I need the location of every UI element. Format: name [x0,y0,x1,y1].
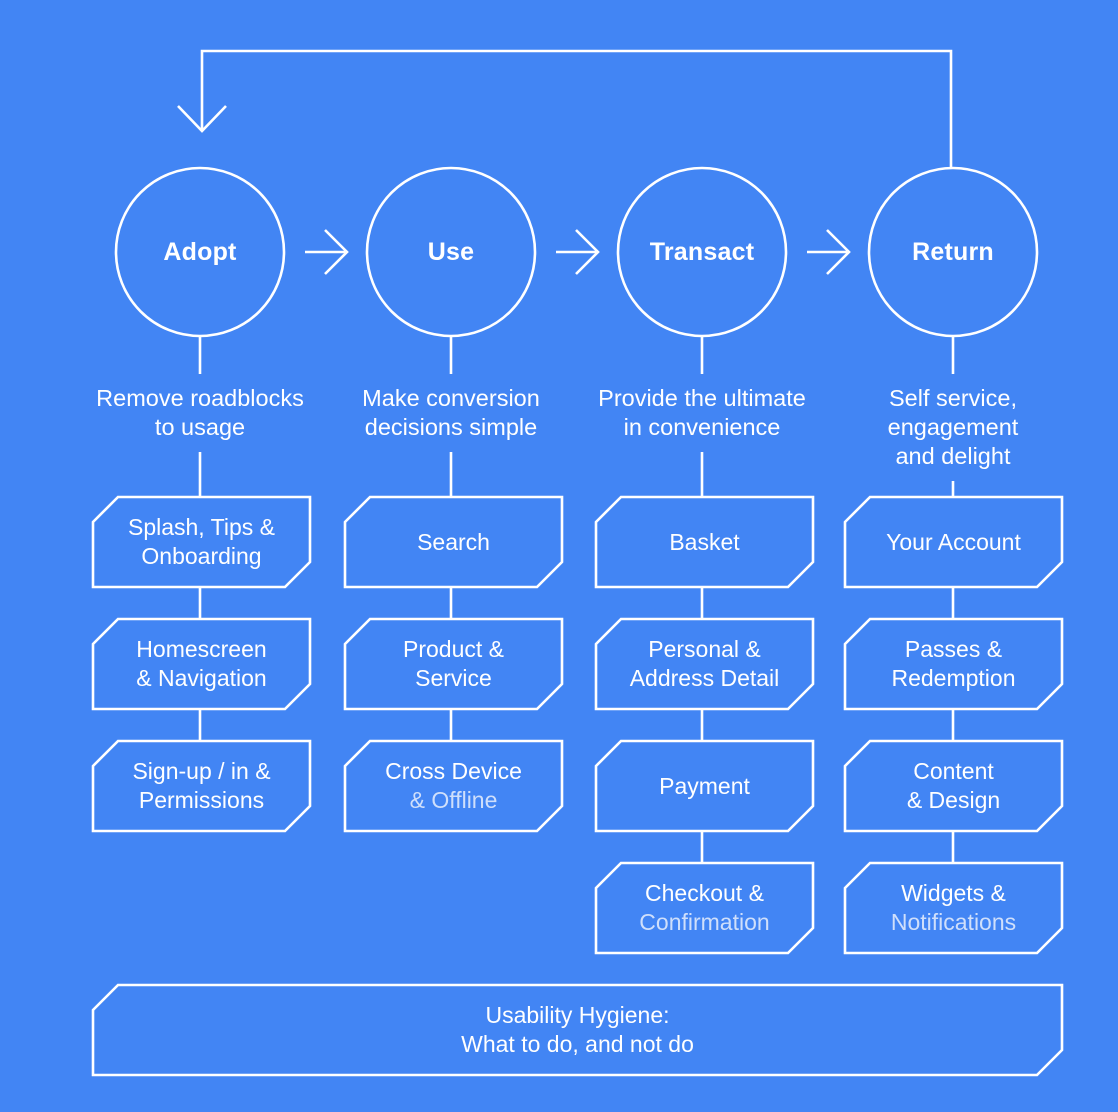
node-label-line1: Checkout & [645,880,764,906]
node-passes-redemption[interactable]: Passes & Redemption [845,619,1062,709]
node-personal-address-detail[interactable]: Personal & Address Detail [596,619,813,709]
node-label-line2: Permissions [138,787,265,813]
node-content-design[interactable]: Content & Design [845,741,1062,831]
node-label-line1: Product & [403,636,504,662]
node-label-line2: Address Detail [629,665,780,691]
node-label-line1: Sign-up / in & [132,758,271,784]
node-label-line1: Widgets & [901,880,1006,906]
node-label-line1: Basket [669,528,740,555]
node-label-line1: Your Account [886,528,1021,555]
stage-circle-button-transact[interactable]: Transact [618,168,786,336]
node-label-dim: Notifications [890,909,1017,935]
stage-label-return: Return [912,237,994,266]
node-payment[interactable]: Payment [596,741,813,831]
node-label-line1: Content [913,758,994,784]
node-splash-tips-onboarding[interactable]: Splash, Tips & Onboarding [93,497,310,587]
node-label-dim: Confirmation [639,909,770,935]
node-label-line1: Passes & [904,636,1003,662]
node-basket[interactable]: Basket [596,497,813,587]
node-product-service[interactable]: Product & Service [345,619,562,709]
node-label-line1: Cross Device [385,758,522,784]
node-label-line2: & Design [906,787,1001,813]
node-label-line2: Onboarding [141,543,262,569]
node-label-line2: & Navigation [136,665,267,691]
stage-circle-button-return[interactable]: Return [869,168,1037,336]
node-your-account[interactable]: Your Account [845,497,1062,587]
node-homescreen-navigation[interactable]: Homescreen & Navigation [93,619,310,709]
stage-circle-button-adopt[interactable]: Adopt [116,168,284,336]
stage-label-adopt: Adopt [163,237,237,266]
node-label-line1: Search [417,528,490,555]
stage-circle-button-use[interactable]: Use [367,168,535,336]
node-signup-permissions[interactable]: Sign-up / in & Permissions [93,741,310,831]
node-cross-device-offline[interactable]: Cross Device & Offline [345,741,562,831]
node-search[interactable]: Search [345,497,562,587]
stage-goal-transact: Provide the ultimate in convenience [598,385,806,440]
node-label-line1: Homescreen [136,636,267,662]
node-widgets-notifications[interactable]: Widgets & Notifications [845,863,1062,953]
stage-goal-adopt: Remove roadblocks to usage [96,385,304,440]
node-label-line2: Redemption [891,665,1016,691]
node-label-dim: & Offline [409,787,498,813]
footer-usability-hygiene[interactable]: Usability Hygiene: What to do, and not d… [461,1002,694,1057]
stage-label-use: Use [427,237,475,266]
stage-label-transact: Transact [649,237,755,266]
node-label-line1: Splash, Tips & [127,514,276,540]
node-label-line1: Personal & [648,636,761,662]
stage-goal-return: Self service, engagement and delight [887,385,1019,469]
stage-goal-use: Make conversion decisions simple [362,385,540,440]
node-checkout-confirmation[interactable]: Checkout & Confirmation [596,863,813,953]
node-label-line1: Payment [659,772,750,799]
node-label-line2: Service [415,665,492,691]
